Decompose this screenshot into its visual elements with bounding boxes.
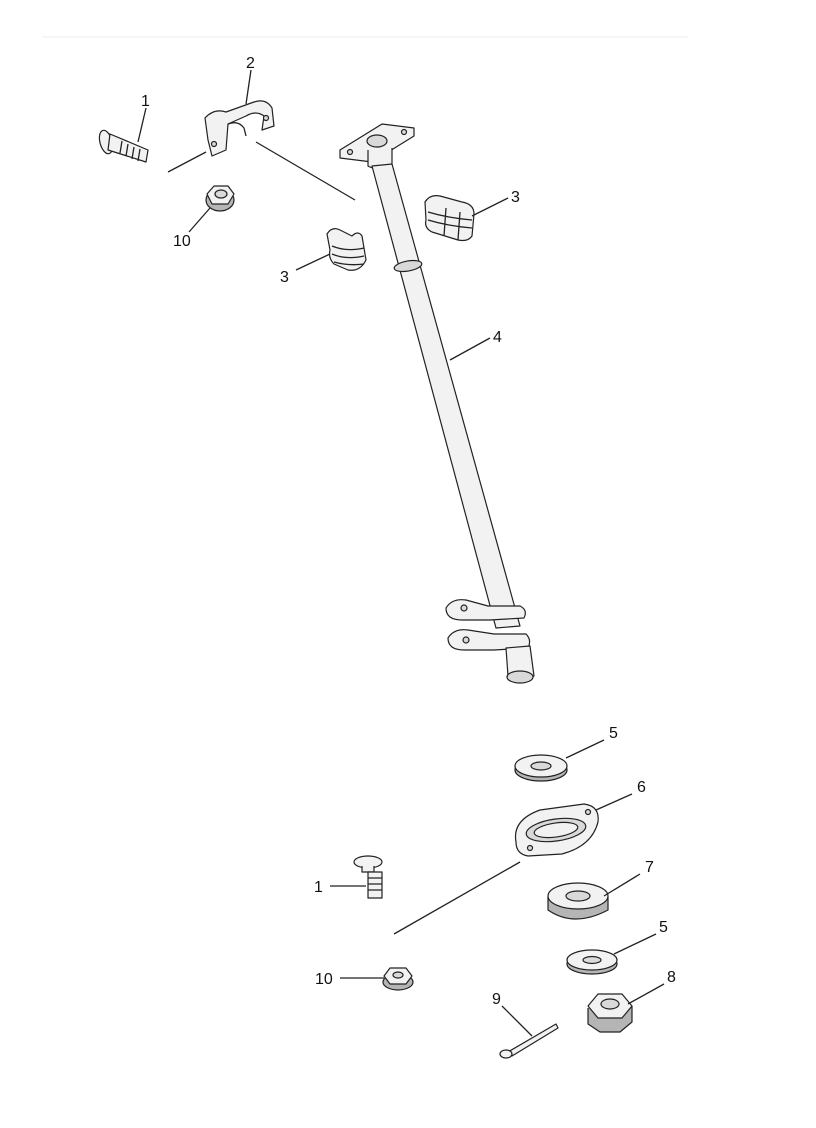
explosion-line-bolt-to-clamp xyxy=(167,151,207,173)
leader-part-6 xyxy=(595,793,633,811)
part-5-washer-bottom xyxy=(566,949,618,975)
callout-part-1-lower: 1 xyxy=(314,879,323,896)
explosion-line-clamp-to-column xyxy=(255,141,356,201)
part-10-nut-upper xyxy=(205,185,235,212)
leader-part-3-right xyxy=(471,197,509,217)
part-4-steering-column xyxy=(339,123,535,684)
callout-part-3-right: 3 xyxy=(511,189,520,206)
part-1-bolt-lower xyxy=(353,855,383,899)
leader-part-10-upper xyxy=(188,207,211,233)
part-2-clamp-bracket xyxy=(204,100,275,157)
callout-part-10-lower: 10 xyxy=(315,971,333,988)
part-7-spacer xyxy=(547,882,609,920)
leader-part-8 xyxy=(627,983,665,1005)
callout-part-5-bottom: 5 xyxy=(659,919,668,936)
part-1-bolt-upper xyxy=(98,129,149,163)
callout-part-4: 4 xyxy=(493,329,502,346)
leader-part-1-upper xyxy=(137,107,147,143)
leader-part-2 xyxy=(245,69,252,105)
leader-part-3-left xyxy=(295,253,331,271)
part-3-bushing-right xyxy=(424,195,475,242)
callout-part-7: 7 xyxy=(645,859,654,876)
part-9-cotter-pin xyxy=(499,1023,559,1059)
part-6-retainer-plate xyxy=(514,803,599,857)
explosion-line-lower xyxy=(393,861,521,935)
part-10-nut-lower xyxy=(382,967,414,991)
leader-part-9 xyxy=(501,1005,533,1037)
part-8-castle-nut xyxy=(587,993,633,1033)
leader-part-5-top xyxy=(565,739,605,759)
callout-part-1-upper: 1 xyxy=(141,93,150,110)
leader-part-4 xyxy=(449,337,491,361)
part-5-washer-top xyxy=(514,754,568,782)
callout-part-10-upper: 10 xyxy=(173,233,191,250)
callout-part-2: 2 xyxy=(246,55,255,72)
callout-part-5-top: 5 xyxy=(609,725,618,742)
leader-part-5-bottom xyxy=(613,933,657,955)
callout-part-9: 9 xyxy=(492,991,501,1008)
callout-part-8: 8 xyxy=(667,969,676,986)
callout-part-3-left: 3 xyxy=(280,269,289,286)
callout-part-6: 6 xyxy=(637,779,646,796)
part-3-bushing-left xyxy=(326,228,367,271)
leader-part-7 xyxy=(603,873,641,897)
